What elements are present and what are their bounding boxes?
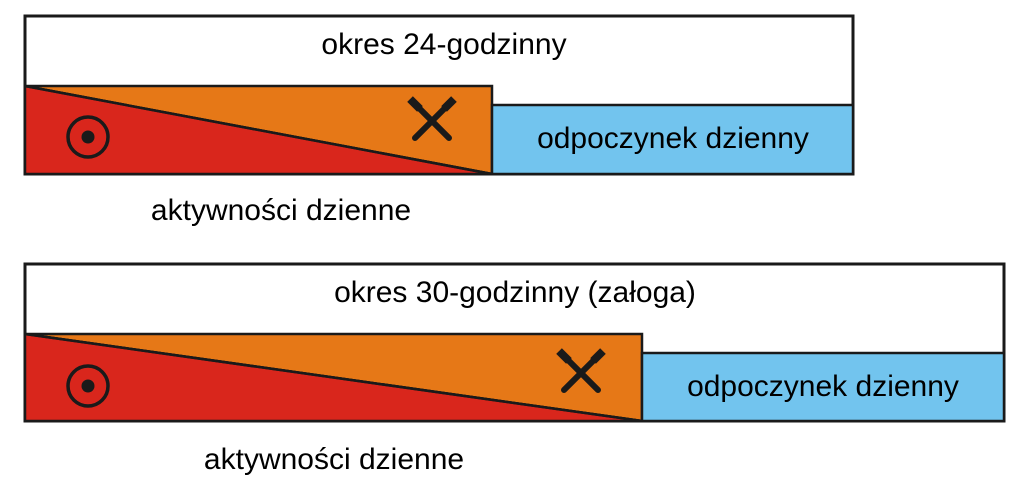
activity-divider-line bbox=[24, 332, 643, 423]
rest-label: odpoczynek dzienny bbox=[537, 122, 809, 155]
rest-label: odpoczynek dzienny bbox=[687, 370, 959, 403]
period-title: okres 24-godzinny bbox=[321, 28, 566, 61]
crossed-hammers-icon bbox=[407, 96, 457, 141]
activity-label: aktywności dzienne bbox=[204, 443, 464, 476]
period-diagram-24h: okres 24-godzinny odpoczynek dzienny akt… bbox=[23, 14, 855, 227]
circled-dot-icon bbox=[66, 364, 110, 408]
activity-divider-line bbox=[24, 84, 493, 176]
activity-label: aktywności dzienne bbox=[151, 194, 411, 227]
rest-segment bbox=[490, 103, 855, 176]
period-title: okres 30-godzinny (załoga) bbox=[334, 276, 696, 309]
rest-segment bbox=[640, 351, 1006, 423]
circled-dot-icon bbox=[66, 115, 110, 159]
period-diagram-30h: okres 30-godzinny (załoga) odpoczynek dz… bbox=[23, 262, 1006, 476]
crossed-hammers-icon bbox=[556, 348, 606, 393]
